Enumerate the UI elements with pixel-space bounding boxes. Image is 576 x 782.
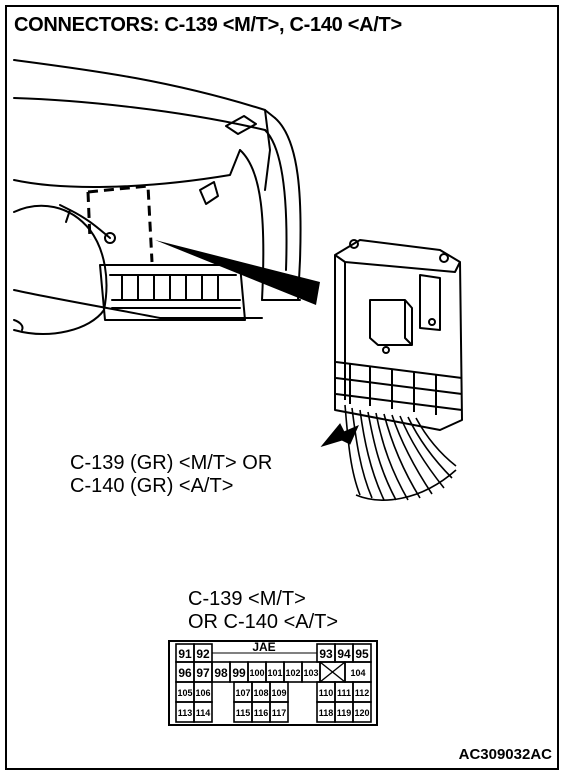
figure-code: AC309032AC — [458, 746, 552, 763]
maker-label: JAE — [252, 640, 275, 654]
pin-110: 110 — [319, 688, 334, 698]
pin-105: 105 — [177, 688, 192, 698]
pin-99: 99 — [232, 666, 246, 680]
pin-97: 97 — [196, 666, 210, 680]
connector-pinout: 91 92 JAE 93 94 95 96 97 98 99 100 101 1… — [168, 640, 378, 726]
pin-94: 94 — [337, 647, 351, 661]
connector-label-line1: C-139 <M/T> — [188, 588, 306, 610]
pin-91: 91 — [178, 647, 192, 661]
callout-label-line1: C-139 (GR) <M/T> OR — [70, 452, 273, 474]
pin-98: 98 — [214, 666, 228, 680]
pin-103: 103 — [303, 668, 318, 678]
pin-119: 119 — [337, 708, 352, 718]
pin-116: 116 — [254, 708, 269, 718]
pin-107: 107 — [235, 688, 250, 698]
pin-102: 102 — [285, 668, 300, 678]
pin-109: 109 — [271, 688, 286, 698]
pin-118: 118 — [319, 708, 334, 718]
pin-115: 115 — [236, 708, 251, 718]
pin-100: 100 — [249, 668, 264, 678]
pin-104: 104 — [350, 668, 365, 678]
pin-112: 112 — [355, 688, 370, 698]
pin-117: 117 — [272, 708, 287, 718]
pin-96: 96 — [178, 666, 192, 680]
figure-frame — [5, 5, 559, 770]
connector-label-line2: OR C-140 <A/T> — [188, 611, 339, 633]
pin-95: 95 — [355, 647, 369, 661]
pin-101: 101 — [267, 668, 282, 678]
pin-114: 114 — [196, 708, 211, 718]
pin-113: 113 — [178, 708, 193, 718]
pin-111: 111 — [337, 688, 351, 698]
page-title: CONNECTORS: C-139 <M/T>, C-140 <A/T> — [14, 14, 402, 36]
pin-106: 106 — [195, 688, 210, 698]
pin-92: 92 — [196, 647, 210, 661]
pin-108: 108 — [253, 688, 268, 698]
pin-93: 93 — [319, 647, 333, 661]
callout-label-line2: C-140 (GR) <A/T> — [70, 475, 234, 497]
pin-120: 120 — [354, 708, 369, 718]
